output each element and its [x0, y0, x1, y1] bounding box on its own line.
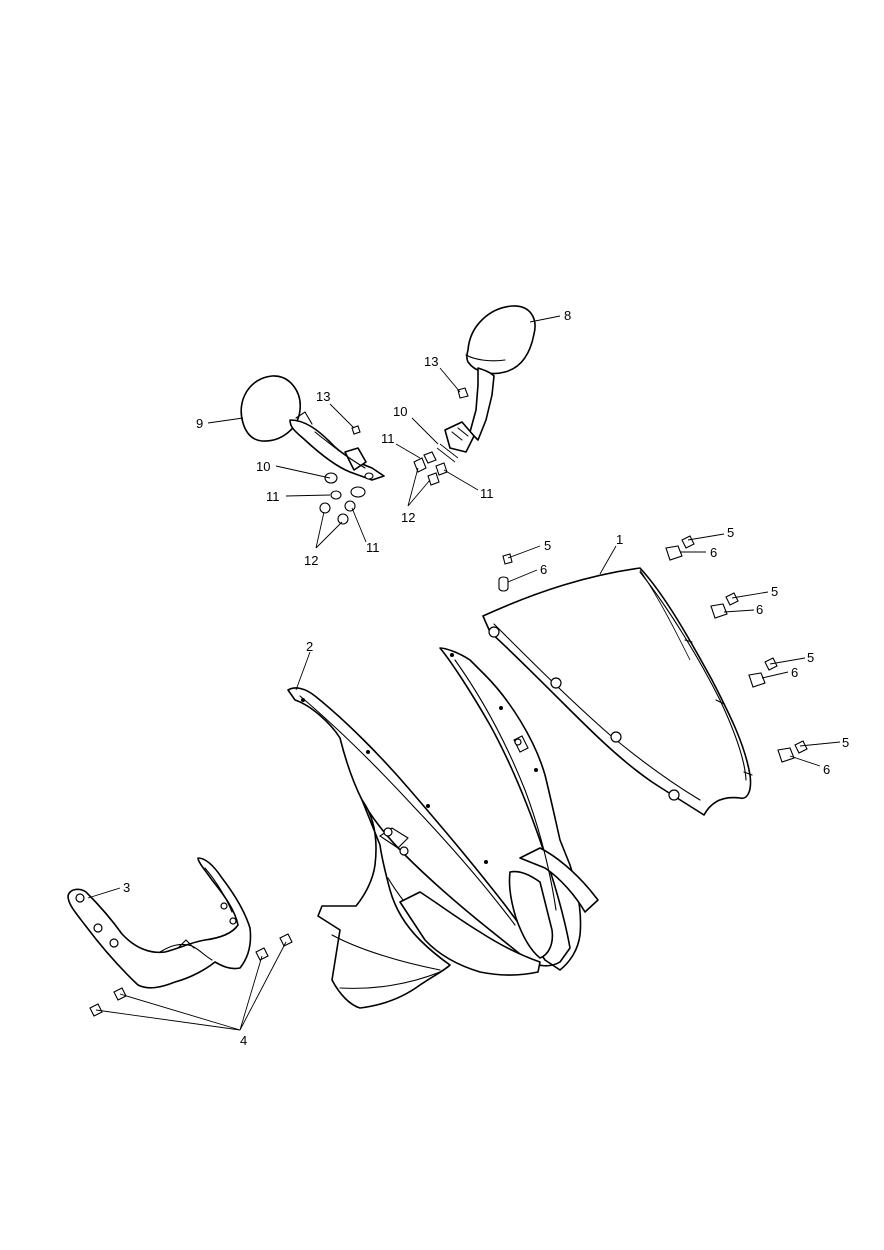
callout-5-e: 5 [842, 735, 849, 750]
callout-1: 1 [616, 532, 623, 547]
callout-5-c: 5 [771, 584, 778, 599]
callout-6-a: 6 [540, 562, 547, 577]
callout-10-left: 10 [256, 459, 270, 474]
right-mirror [444, 305, 536, 453]
callout-11-left-a: 11 [266, 489, 280, 504]
callout-6-d: 6 [791, 665, 798, 680]
callout-4: 4 [240, 1033, 247, 1048]
callout-2: 2 [306, 639, 313, 654]
left-mirror-hardware [319, 425, 374, 525]
callout-11-right-a: 11 [381, 431, 395, 446]
callout-3: 3 [123, 880, 130, 895]
callout-10-right: 10 [393, 404, 407, 419]
leader-lines [87, 315, 841, 1031]
callout-5-a: 5 [544, 538, 551, 553]
callout-11-left-b: 11 [366, 540, 380, 555]
callout-6-b: 6 [710, 545, 717, 560]
left-mirror [240, 375, 385, 481]
callout-13-left: 13 [316, 389, 330, 404]
callout-13-right: 13 [424, 354, 438, 369]
lower-fairing-bracket [67, 857, 252, 989]
callout-8: 8 [564, 308, 571, 323]
callout-9: 9 [196, 416, 203, 431]
callout-labels: 1 2 3 4 5 5 5 5 5 6 6 6 6 6 8 9 10 10 11… [123, 308, 849, 1048]
callout-6-e: 6 [823, 762, 830, 777]
callout-11-right-b: 11 [480, 486, 494, 501]
callout-12-right: 12 [401, 510, 415, 525]
callout-5-b: 5 [727, 525, 734, 540]
callout-12-left: 12 [304, 553, 318, 568]
callout-5-d: 5 [807, 650, 814, 665]
windscreen [482, 567, 753, 816]
front-fairing [287, 647, 599, 1009]
callout-6-c: 6 [756, 602, 763, 617]
